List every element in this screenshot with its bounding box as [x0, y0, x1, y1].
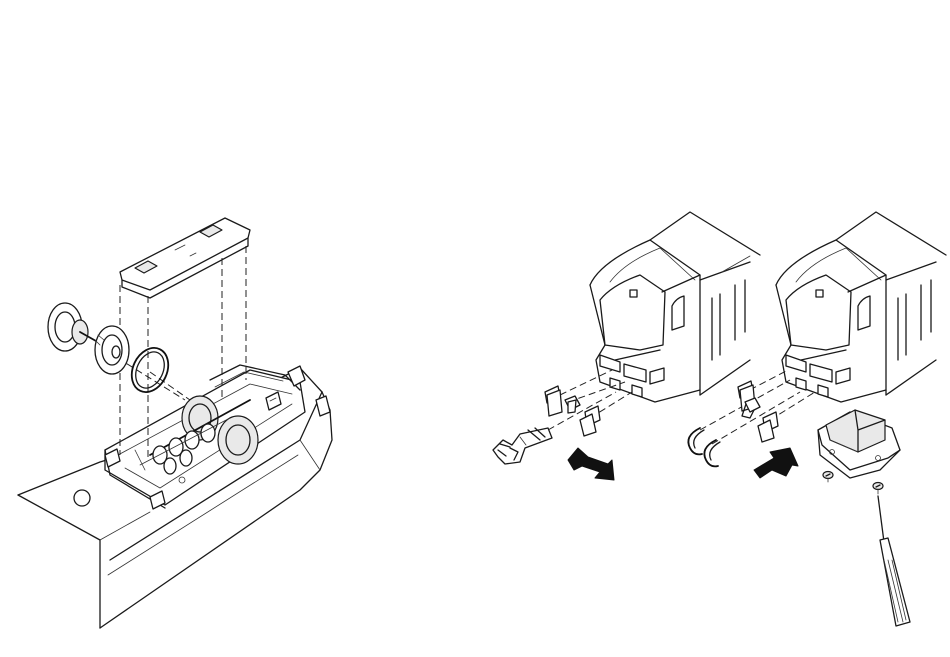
- coupler-icon: [493, 428, 552, 464]
- panel-wheel-replacement: [18, 218, 332, 628]
- bogie-cover: [120, 218, 250, 298]
- arrow-in-icon: [754, 448, 798, 478]
- panel-coupler-removal: [493, 212, 760, 480]
- locomotive-chassis: [18, 365, 332, 628]
- cab-front-left: [590, 212, 760, 402]
- wheelset-icon: [48, 303, 129, 374]
- panel-coupler-installation: [688, 212, 946, 626]
- screwdriver-icon: [878, 496, 910, 626]
- coupler-pocket-parts-left: [545, 370, 632, 436]
- arrow-out-icon: [568, 448, 614, 480]
- cab-front-right: [776, 212, 946, 402]
- decoder-module-icon: [818, 410, 900, 478]
